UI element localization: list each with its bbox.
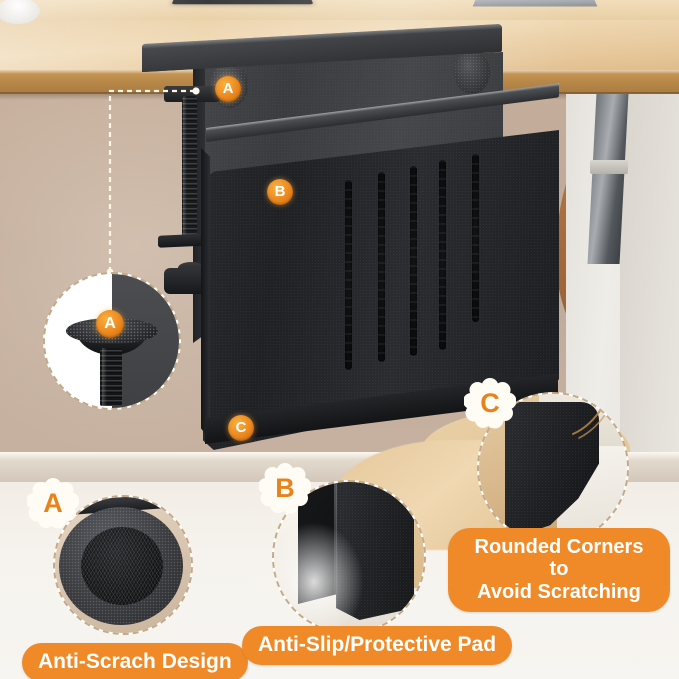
detail-a-marker: A <box>96 310 124 338</box>
rubber-pad-right-mesh <box>454 50 490 94</box>
vent-slot-3 <box>410 166 417 356</box>
vent-slot-5 <box>472 154 479 322</box>
caption-rounded-corner-line1: Rounded Corners to <box>474 536 644 581</box>
marker-b-front: B <box>267 179 293 205</box>
marker-c-bottom: C <box>228 415 254 441</box>
thumbscrew-clamp-detail <box>43 272 181 410</box>
flower-badge-b: B <box>259 463 311 515</box>
baseboard-top-lip <box>0 452 679 459</box>
caption-anti-scratch: Anti-Scrach Design <box>22 643 248 679</box>
flower-badge-a: A <box>27 478 79 530</box>
caption-rounded-corner: Rounded Corners to Avoid Scratching <box>448 528 670 613</box>
rubber-pad-right <box>454 50 490 94</box>
right-wall-panel-2 <box>620 94 679 474</box>
anti-scratch-pad-inner <box>81 527 163 605</box>
vent-slot-4 <box>439 160 446 350</box>
thumbscrew-thread <box>100 348 122 406</box>
flower-badge-c: C <box>464 378 516 430</box>
flower-badge-c-letter: C <box>480 387 500 418</box>
vent-slot-2 <box>378 172 385 362</box>
motion-arc-icon <box>572 405 608 439</box>
flower-badge-b-letter: B <box>275 472 295 503</box>
thumbscrew-thread-highlight <box>102 348 107 406</box>
clamp-screw-highlight <box>183 96 187 246</box>
flower-badge-a-letter: A <box>43 487 63 518</box>
marker-a-top: A <box>215 76 241 102</box>
anti-scratch-pad-mesh <box>81 527 163 605</box>
ventilation-slot-group <box>203 130 559 450</box>
caption-rounded-corner-line2: Avoid Scratching <box>477 580 641 603</box>
holder-front-left-edge <box>201 148 210 440</box>
vent-slot-1 <box>345 180 352 370</box>
detail-slip-glow <box>274 522 364 632</box>
flower-badge-c-shape <box>464 378 516 429</box>
cup <box>0 0 40 24</box>
flower-badge-b-shape <box>259 463 311 514</box>
anti-scratch-pad-detail <box>53 495 193 635</box>
flower-badge-a-shape <box>27 478 79 529</box>
rounded-corner-detail <box>477 392 629 544</box>
caption-anti-slip: Anti-Slip/Protective Pad <box>242 626 513 665</box>
desk-leg-bracket <box>590 160 628 174</box>
